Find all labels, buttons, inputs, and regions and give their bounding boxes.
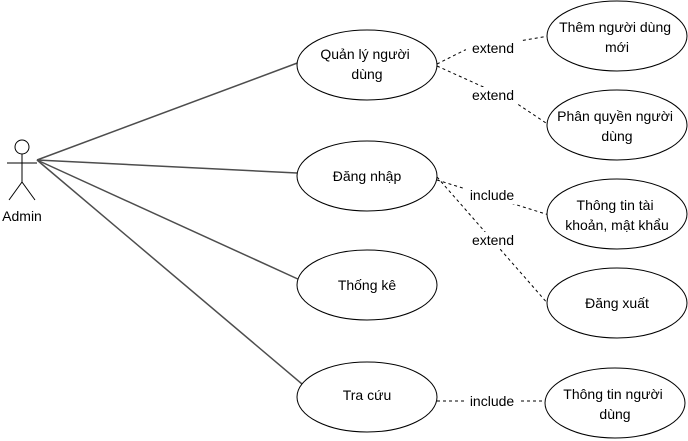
use-case-quan-ly: Quản lý người dùng [296,29,438,101]
uc-them-line2: mới [605,39,629,55]
svg-text:Thông tin người dùng: Thông tin người dùng [563,386,666,422]
association-quan-ly [36,61,301,161]
uc-them-line1: Thêm người dùng [559,19,671,35]
uc-thong-tin-nd-line2: dùng [599,406,630,422]
uc-quan-ly-line1: Quản lý người [320,46,409,62]
associations [36,61,303,385]
use-case-dang-nhap: Đăng nhập [296,140,438,212]
uc-tra-cuu-label: Tra cứu [343,387,392,403]
relation-labels: extend extend include extend include [464,40,520,410]
actor-admin [7,139,37,201]
edge-them-nguoi-dung [436,35,550,65]
uc-phan-quyen-line1: Phân quyền người [557,108,673,124]
uc-dang-nhap-label: Đăng nhập [333,168,402,184]
uc-thong-tin-tk-line1: Thông tin tài [577,197,654,213]
edge-thong-tin-tk [436,179,550,216]
use-case-thong-tin-nd: Thông tin người dùng [544,367,686,439]
actor-head [14,139,30,155]
uc-quan-ly-line2: dùng [351,66,382,82]
use-case-thong-tin-tk: Thông tin tài khoản, mật khẩu [546,178,688,250]
label-rel-thong-tin-nd: include [470,393,515,409]
uc-dang-xuat-label: Đăng xuất [585,295,649,311]
uc-thong-ke-label: Thống kê [338,277,397,293]
svg-text:Thêm người dùng mới: Thêm người dùng mới [559,19,675,55]
svg-text:Quản lý người dùng: Quản lý người dùng [320,46,413,82]
association-thong-ke [36,159,301,281]
use-case-phan-quyen: Phân quyền người dùng [546,89,688,161]
association-tra-cuu [36,159,303,385]
label-rel-them: extend [472,40,514,56]
use-case-them-nguoi-dung: Thêm người dùng mới [546,0,688,72]
uc-thong-tin-nd-line1: Thông tin người [563,386,663,402]
uc-phan-quyen-line2: dùng [601,128,632,144]
label-rel-phan-quyen: extend [472,87,514,103]
svg-text:Thông tin tài khoản, mật: Thông tin tài khoản, mật khẩu [565,197,669,233]
association-dang-nhap [36,159,298,174]
svg-text:Phân quyền người dùng: Phân quyền người dùng [557,108,677,144]
use-case-dang-xuat: Đăng xuất [546,267,688,339]
use-case-thong-ke: Thống kê [296,249,438,321]
use-case-tra-cuu: Tra cứu [296,361,438,433]
label-rel-dang-xuat: extend [472,232,514,248]
actor-label: Admin [2,208,42,224]
uc-thong-tin-tk-line2: khoản, mật khẩu [565,217,669,233]
label-rel-thong-tin-tk: include [470,187,515,203]
